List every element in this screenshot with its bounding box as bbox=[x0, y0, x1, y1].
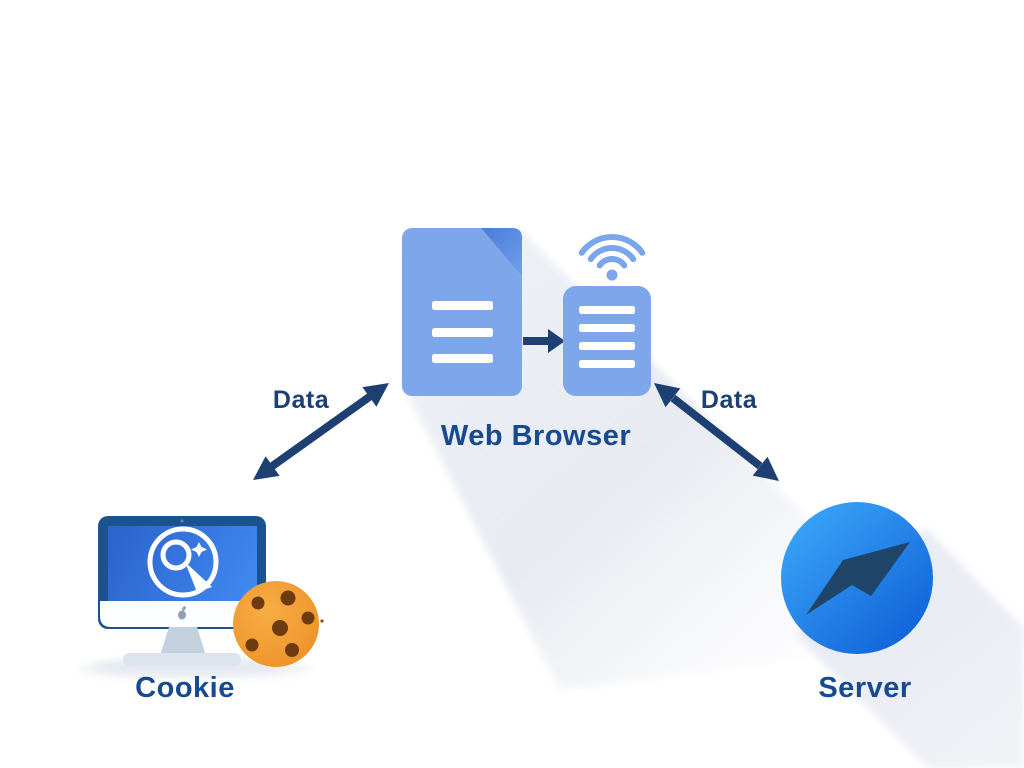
wifi-icon bbox=[578, 234, 646, 281]
long-shadow-documents bbox=[406, 231, 880, 690]
double-arrow-cookie-browser bbox=[253, 383, 389, 480]
data-label-browser-server: Data bbox=[700, 386, 758, 414]
cookie-icon bbox=[233, 581, 324, 667]
cookie-label: Cookie bbox=[135, 672, 235, 704]
double-arrow-browser-server bbox=[654, 383, 779, 481]
web-browser-label: Web Browser bbox=[440, 420, 632, 452]
arrow-right-icon bbox=[523, 329, 565, 353]
apple-logo-icon bbox=[178, 606, 186, 620]
data-label-cookie-browser: Data bbox=[272, 386, 330, 414]
search-cursor-icon bbox=[147, 526, 219, 598]
server-icon bbox=[781, 502, 933, 654]
compass-needle-icon bbox=[806, 542, 910, 615]
imac-monitor-icon bbox=[98, 516, 266, 666]
document-lines-icon bbox=[563, 286, 651, 396]
server-label: Server bbox=[818, 672, 912, 704]
document-icon bbox=[402, 228, 522, 396]
